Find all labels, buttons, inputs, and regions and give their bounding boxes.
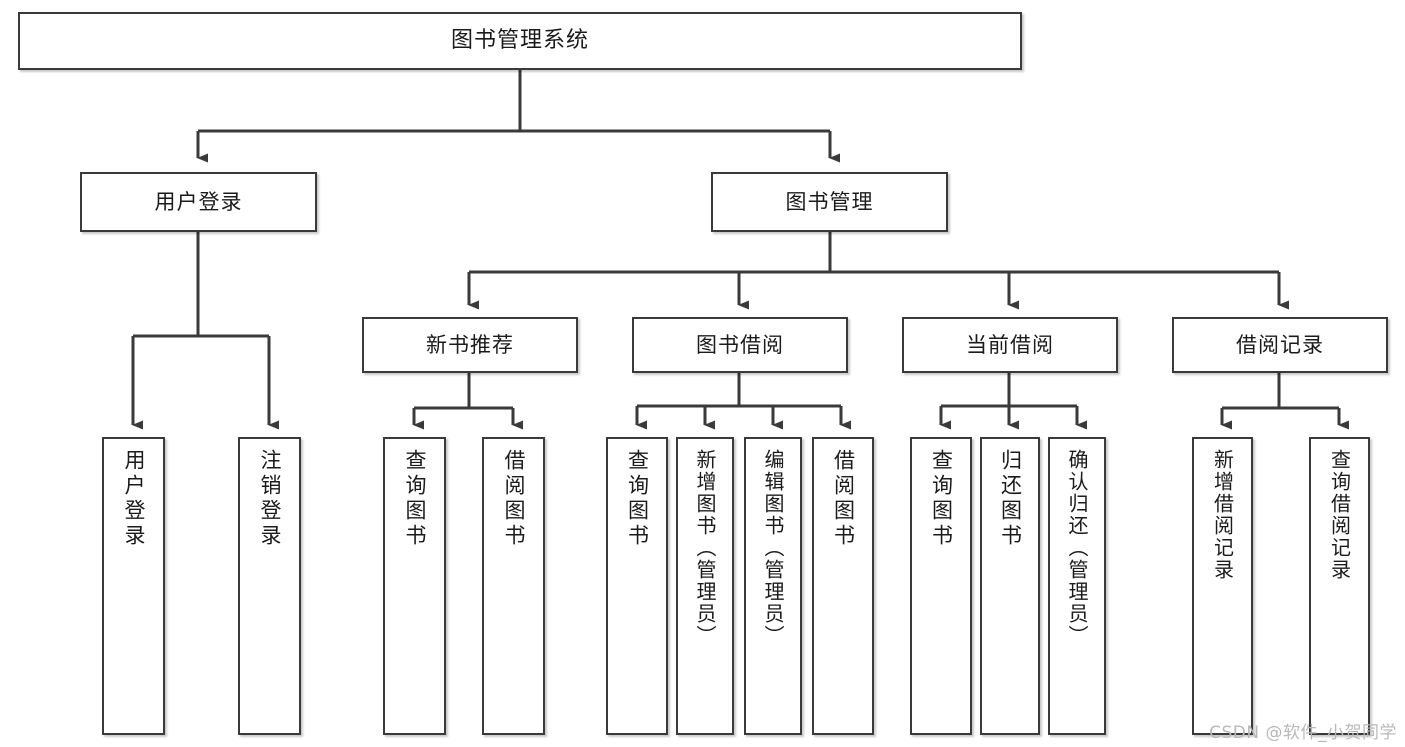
node-label: 新增图书（管理员） — [693, 449, 717, 647]
leaf-confirm-return-admin[interactable]: 确认归还（管理员） — [1048, 437, 1106, 735]
node-label: 图书管理系统 — [450, 28, 589, 53]
node-label: 查询图书 — [403, 449, 427, 549]
node-label: 借阅图书 — [502, 449, 526, 549]
watermark: CSDN @软件_小贺同学 — [1209, 723, 1397, 743]
leaf-add-borrow-record[interactable]: 新增借阅记录 — [1192, 437, 1253, 735]
node-label: 归还图书 — [998, 449, 1023, 549]
node-label: 注销登录 — [258, 449, 282, 549]
leaf-user-login[interactable]: 用户登录 — [102, 437, 165, 735]
node-label: 图书管理 — [785, 189, 874, 214]
node-label: 确认归还（管理员） — [1065, 449, 1089, 647]
node-label: 借阅记录 — [1236, 332, 1324, 357]
node-book-borrowing[interactable]: 图书借阅 — [632, 317, 848, 373]
node-new-book-recommendation[interactable]: 新书推荐 — [362, 317, 578, 373]
node-book-management[interactable]: 图书管理 — [711, 172, 948, 232]
node-current-borrowing[interactable]: 当前借阅 — [902, 317, 1118, 373]
node-label: 查询图书 — [929, 449, 954, 549]
node-label: 借阅图书 — [831, 449, 856, 549]
leaf-query-books-rec[interactable]: 查询图书 — [383, 437, 446, 735]
leaf-query-borrow-record[interactable]: 查询借阅记录 — [1309, 437, 1370, 735]
leaf-edit-book-admin[interactable]: 编辑图书（管理员） — [744, 437, 802, 735]
leaf-return-books[interactable]: 归还图书 — [980, 437, 1040, 735]
node-label: 查询借阅记录 — [1327, 449, 1352, 581]
node-label: 编辑图书（管理员） — [761, 449, 785, 647]
node-label: 新增借阅记录 — [1210, 449, 1235, 581]
node-label: 新书推荐 — [426, 332, 514, 357]
node-label: 当前借阅 — [966, 332, 1054, 357]
leaf-logout[interactable]: 注销登录 — [238, 437, 301, 735]
leaf-add-book-admin[interactable]: 新增图书（管理员） — [676, 437, 734, 735]
leaf-borrow-books-borrow[interactable]: 借阅图书 — [812, 437, 874, 735]
node-label: 用户登录 — [154, 189, 243, 214]
node-label: 图书借阅 — [696, 332, 784, 357]
node-label: 查询图书 — [625, 449, 650, 549]
node-borrowing-record[interactable]: 借阅记录 — [1172, 317, 1388, 373]
leaf-query-books-borrow[interactable]: 查询图书 — [606, 437, 668, 735]
leaf-query-books-current[interactable]: 查询图书 — [910, 437, 972, 735]
node-user-login[interactable]: 用户登录 — [80, 172, 317, 232]
node-root-book-management-system[interactable]: 图书管理系统 — [18, 12, 1022, 70]
leaf-borrow-books-rec[interactable]: 借阅图书 — [482, 437, 545, 735]
node-label: 用户登录 — [122, 449, 146, 549]
